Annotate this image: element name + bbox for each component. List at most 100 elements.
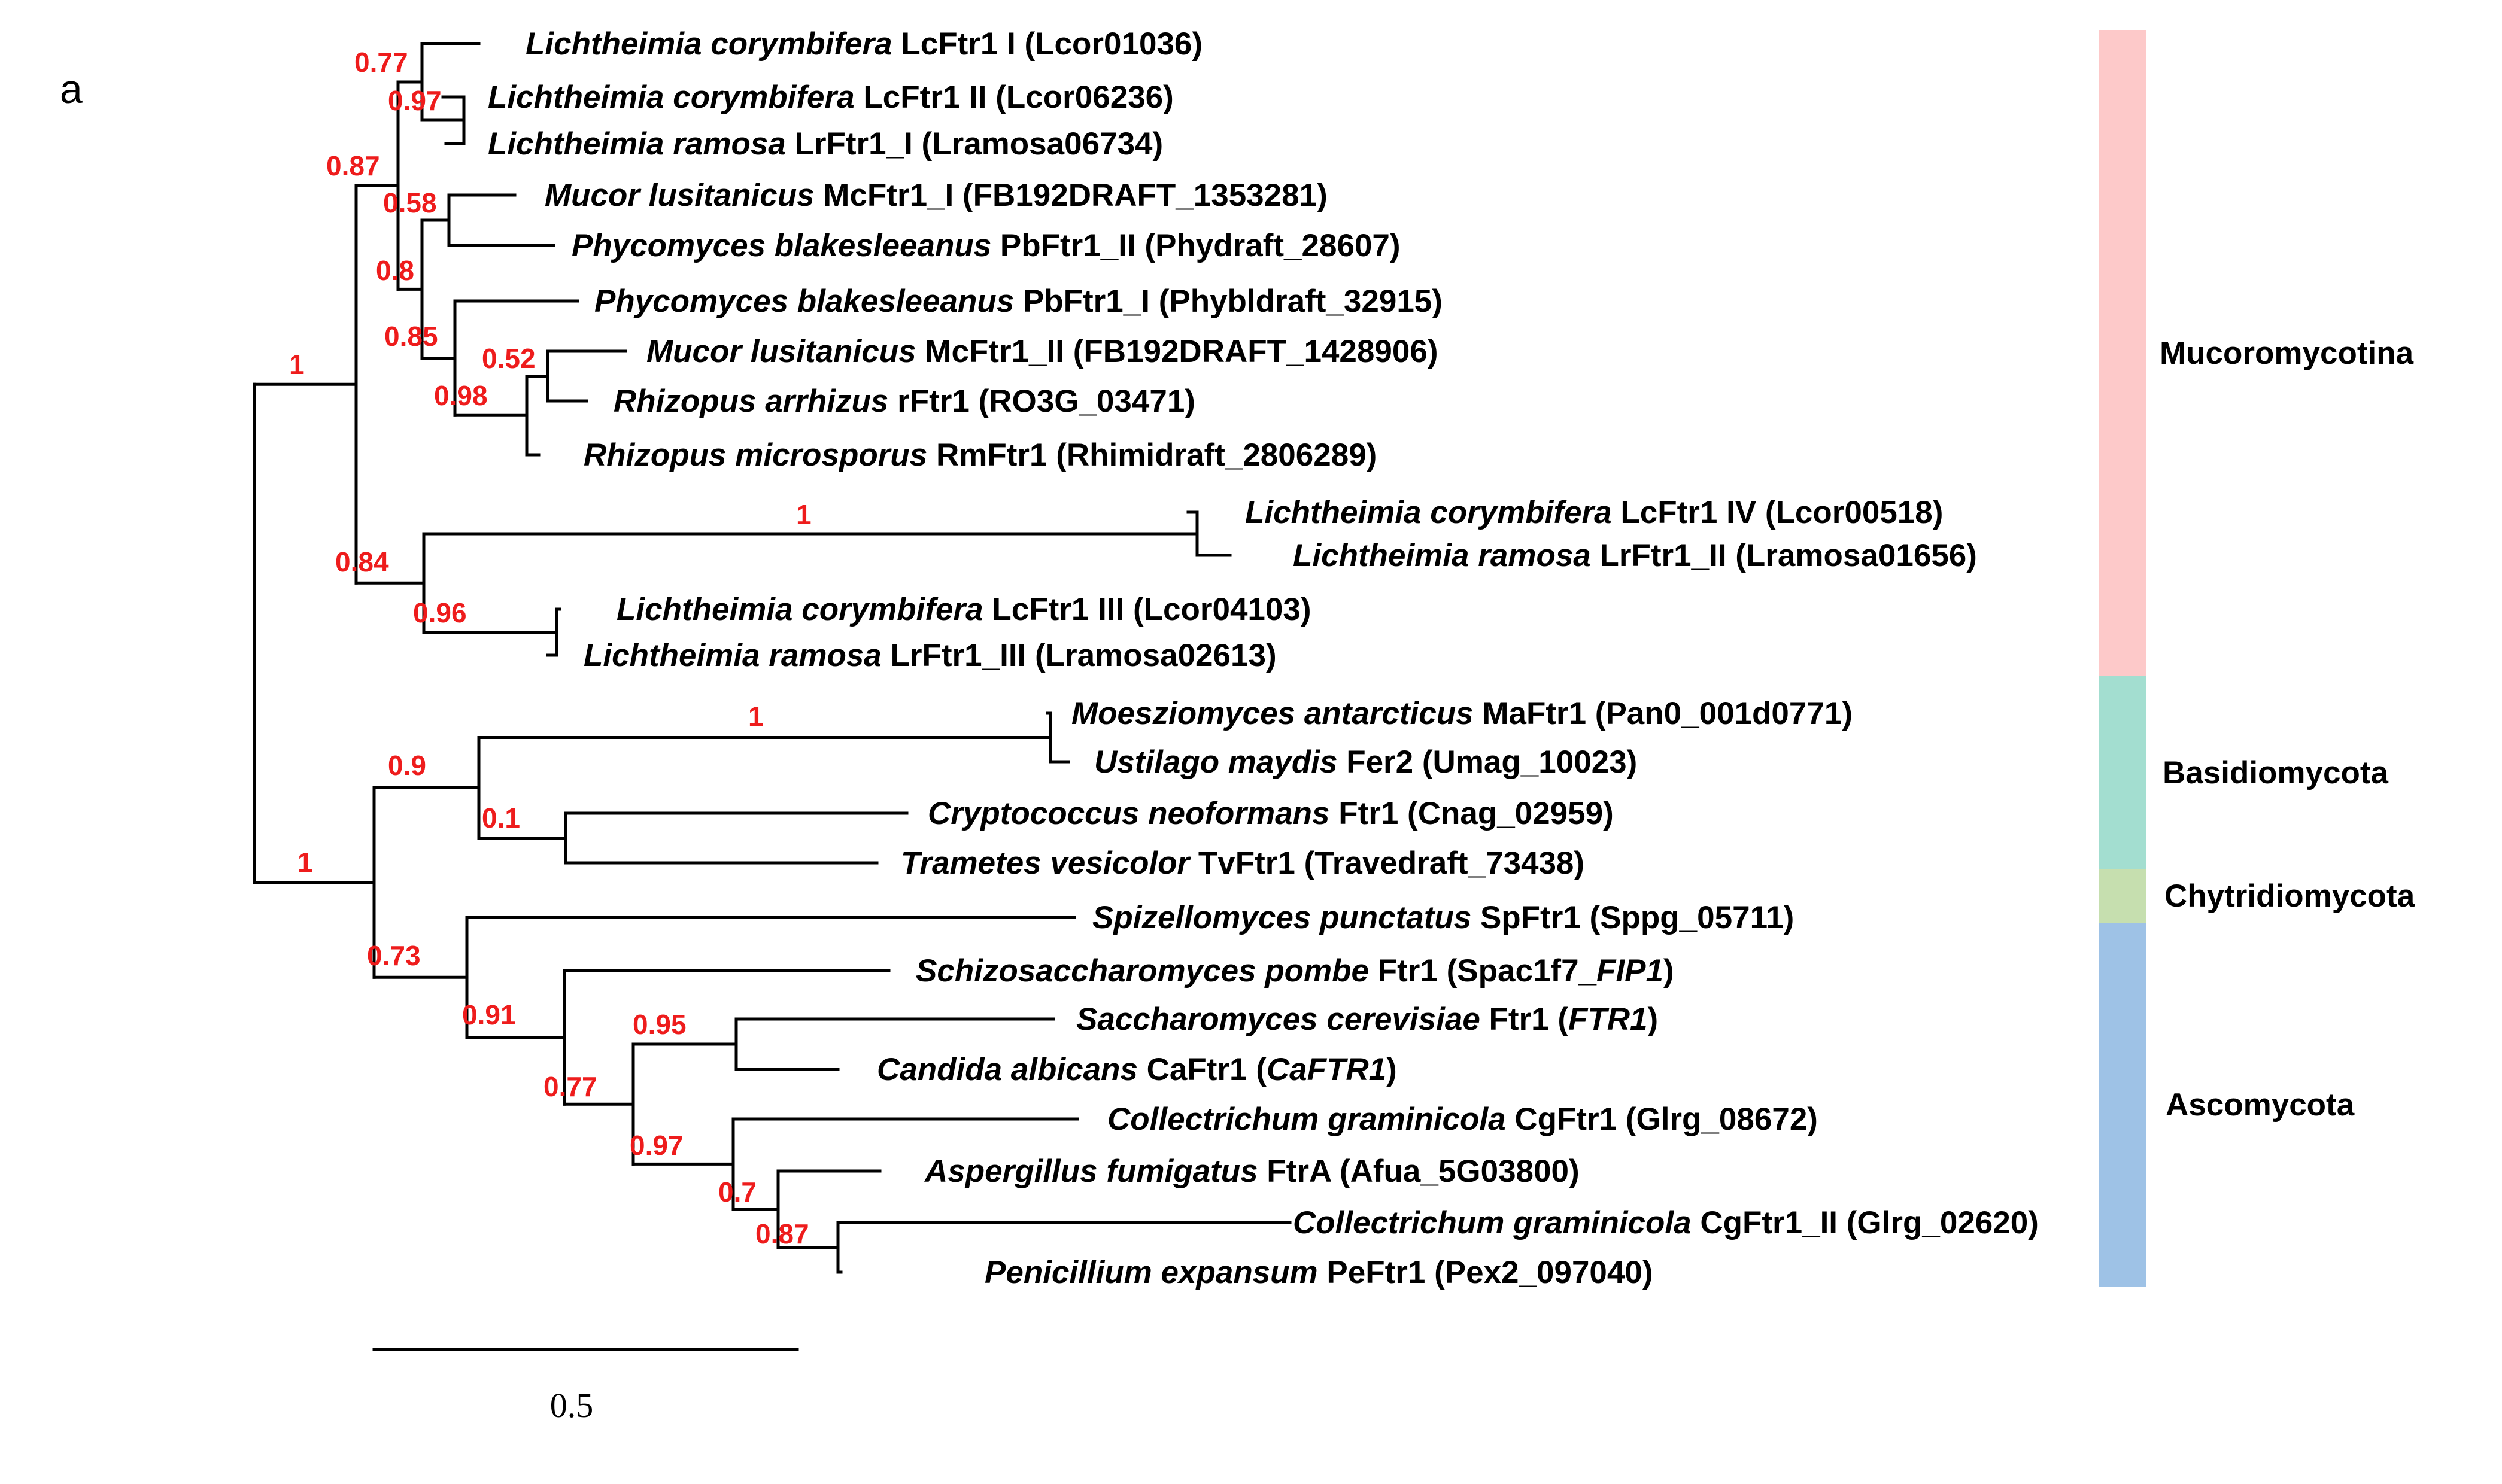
support-value: 0.97 bbox=[630, 1130, 684, 1161]
protein-id: TvFtr1 (Travedraft_73438) bbox=[1189, 846, 1584, 881]
support-value: 0.96 bbox=[413, 597, 467, 628]
species-name: Saccharomyces cerevisiae bbox=[1076, 1002, 1480, 1037]
support-value: 0.85 bbox=[384, 321, 438, 352]
species-name: Penicillium expansum bbox=[985, 1255, 1318, 1290]
support-value: 0.7 bbox=[718, 1176, 757, 1208]
species-name: Lichtheimia corymbifera bbox=[526, 26, 892, 62]
species-name: Ustilago maydis bbox=[1094, 744, 1337, 780]
taxon-label: Saccharomyces cerevisiae Ftr1 (FTR1) bbox=[1076, 1002, 1658, 1037]
protein-id: Fer2 (Umag_10023) bbox=[1337, 744, 1637, 780]
protein-id: LrFtr1_III (Lramosa02613) bbox=[882, 638, 1277, 673]
species-name: Collectrichum graminicola bbox=[1293, 1205, 1692, 1240]
protein-id: McFtr1_II (FB192DRAFT_1428906) bbox=[916, 334, 1438, 369]
taxon-label: Mucor lusitanicus McFtr1_II (FB192DRAFT_… bbox=[646, 334, 1438, 369]
species-name: Trametes vesicolor bbox=[901, 846, 1192, 881]
support-value: 1 bbox=[289, 349, 305, 380]
closing-paren: ) bbox=[1663, 953, 1674, 989]
clade-label: Basidiomycota bbox=[2163, 755, 2389, 790]
support-value: 0.95 bbox=[633, 1009, 687, 1040]
taxon-label: Rhizopus arrhizus rFtr1 (RO3G_03471) bbox=[614, 384, 1195, 419]
support-value: 0.73 bbox=[367, 940, 421, 971]
protein-id: LcFtr1 III (Lcor04103) bbox=[983, 592, 1311, 627]
species-name: Collectrichum graminicola bbox=[1107, 1102, 1506, 1137]
support-value: 0.8 bbox=[376, 255, 414, 286]
taxon-label: Lichtheimia ramosa LrFtr1_II (Lramosa016… bbox=[1293, 538, 1977, 573]
species-name: Candida albicans bbox=[877, 1052, 1138, 1087]
protein-id: LcFtr1 IV (Lcor00518) bbox=[1612, 495, 1944, 530]
taxon-label: Lichtheimia corymbifera LcFtr1 III (Lcor… bbox=[617, 592, 1311, 627]
species-name: Lichtheimia corymbifera bbox=[488, 80, 855, 115]
species-name: Phycomyces blakesleeanus bbox=[572, 228, 991, 263]
species-name: Lichtheimia corymbifera bbox=[1245, 495, 1612, 530]
clade-label: Ascomycota bbox=[2166, 1087, 2355, 1123]
species-name: Lichtheimia ramosa bbox=[1293, 538, 1591, 573]
protein-id: LcFtr1 I (Lcor01036) bbox=[892, 26, 1203, 62]
closing-paren: ) bbox=[1648, 1002, 1659, 1037]
clade-label: Chytridiomycota bbox=[2164, 878, 2415, 914]
clade-bar-mucoromycotina bbox=[2099, 30, 2146, 676]
protein-id: FtrA (Afua_5G03800) bbox=[1258, 1154, 1580, 1189]
species-name: Moesziomyces antarcticus bbox=[1071, 696, 1474, 731]
taxon-label: Lichtheimia corymbifera LcFtr1 IV (Lcor0… bbox=[1245, 495, 1943, 530]
support-value: 0.77 bbox=[354, 47, 408, 78]
taxon-label: Aspergillus fumigatus FtrA (Afua_5G03800… bbox=[924, 1154, 1580, 1189]
protein-id: LrFtr1_II (Lramosa01656) bbox=[1591, 538, 1977, 573]
support-value: 0.9 bbox=[388, 750, 426, 781]
protein-id: PbFtr1_I (Phybldraft_32915) bbox=[1014, 284, 1443, 319]
taxon-label: Phycomyces blakesleeanus PbFtr1_II (Phyd… bbox=[572, 228, 1401, 263]
gene-name: FTR1 bbox=[1568, 1002, 1648, 1037]
taxon-label: Candida albicans CaFtr1 (CaFTR1) bbox=[877, 1052, 1397, 1087]
scale-bar: 0.5 bbox=[372, 1348, 799, 1425]
support-value: 1 bbox=[796, 499, 812, 530]
protein-id: CgFtr1_II (Glrg_02620) bbox=[1692, 1205, 2039, 1240]
support-value: 0.84 bbox=[335, 546, 389, 577]
species-name: Mucor lusitanicus bbox=[646, 334, 916, 369]
taxon-label: Lichtheimia ramosa LrFtr1_III (Lramosa02… bbox=[584, 638, 1277, 673]
taxon-label: Schizosaccharomyces pombe Ftr1 (Spac1f7_… bbox=[916, 953, 1674, 989]
protein-id: PbFtr1_II (Phydraft_28607) bbox=[991, 228, 1400, 263]
taxon-label: Ustilago maydis Fer2 (Umag_10023) bbox=[1094, 744, 1637, 780]
species-name: Schizosaccharomyces pombe bbox=[916, 953, 1369, 989]
taxon-label: Penicillium expansum PeFtr1 (Pex2_097040… bbox=[985, 1255, 1653, 1290]
scale-bar-label: 0.5 bbox=[550, 1386, 594, 1425]
clade-label: Mucoromycotina bbox=[2160, 336, 2414, 371]
taxon-label: Lichtheimia ramosa LrFtr1_I (Lramosa0673… bbox=[488, 126, 1163, 162]
species-name: Mucor lusitanicus bbox=[545, 178, 815, 213]
support-values: 0.77 0.97 0.87 0.58 0.8 0.85 0.52 0.98 1 1 0.84 0.9… bbox=[289, 47, 812, 1249]
protein-id: Ftr1 ( bbox=[1480, 1002, 1569, 1037]
protein-id: RmFtr1 (Rhimidraft_2806289) bbox=[927, 437, 1377, 473]
gene-name: CaFTR1 bbox=[1267, 1052, 1386, 1087]
support-value: 0.58 bbox=[383, 187, 437, 218]
species-name: Spizellomyces punctatus bbox=[1092, 900, 1471, 935]
support-value: 0.52 bbox=[482, 343, 536, 374]
protein-id: CaFtr1 ( bbox=[1138, 1052, 1267, 1087]
support-value: 0.87 bbox=[755, 1218, 809, 1249]
taxon-label: Collectrichum graminicola CgFtr1 (Glrg_0… bbox=[1107, 1102, 1818, 1137]
species-name: Lichtheimia ramosa bbox=[488, 126, 786, 162]
protein-id: Ftr1 (Spac1f7_ bbox=[1369, 953, 1597, 989]
protein-id: SpFtr1 (Sppg_05711) bbox=[1471, 900, 1794, 935]
support-value: 1 bbox=[297, 847, 313, 878]
species-name: Phycomyces blakesleeanus bbox=[594, 284, 1014, 319]
clade-bar-chytridiomycota bbox=[2099, 869, 2146, 923]
support-value: 0.1 bbox=[482, 802, 520, 834]
clade-bar-ascomycota bbox=[2099, 923, 2146, 1287]
protein-id: CgFtr1 (Glrg_08672) bbox=[1506, 1102, 1818, 1137]
species-name: Cryptococcus neoformans bbox=[928, 796, 1329, 831]
panel-label: a bbox=[60, 66, 83, 112]
support-value: 0.98 bbox=[434, 380, 488, 411]
species-name: Lichtheimia corymbifera bbox=[617, 592, 983, 627]
protein-id: Ftr1 (Cnag_02959) bbox=[1329, 796, 1613, 831]
taxon-labels: Lichtheimia corymbifera LcFtr1 I (Lcor01… bbox=[488, 26, 2039, 1290]
taxon-label: Lichtheimia corymbifera LcFtr1 II (Lcor0… bbox=[488, 80, 1174, 115]
support-value: 1 bbox=[748, 701, 764, 732]
clade-bars: MucoromycotinaBasidiomycotaChytridiomyco… bbox=[2099, 30, 2415, 1287]
taxon-label: Spizellomyces punctatus SpFtr1 (Sppg_057… bbox=[1092, 900, 1794, 935]
species-name: Rhizopus microsporus bbox=[584, 437, 927, 473]
closing-paren: ) bbox=[1386, 1052, 1397, 1087]
protein-id: LrFtr1_I (Lramosa06734) bbox=[786, 126, 1163, 162]
taxon-label: Lichtheimia corymbifera LcFtr1 I (Lcor01… bbox=[526, 26, 1203, 62]
protein-id: rFtr1 (RO3G_03471) bbox=[888, 384, 1195, 419]
taxon-label: Mucor lusitanicus McFtr1_I (FB192DRAFT_1… bbox=[545, 178, 1328, 213]
